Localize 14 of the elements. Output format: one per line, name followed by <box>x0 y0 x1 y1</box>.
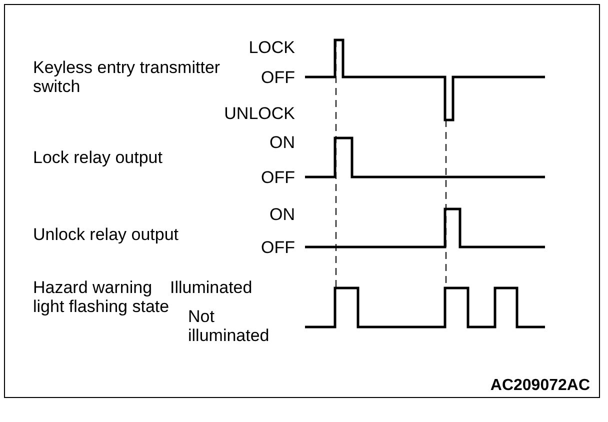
figure-code: AC209072AC <box>489 376 590 395</box>
signal-name: Lock relay output <box>33 148 164 167</box>
signal-name: Unlock relay output <box>33 225 180 244</box>
state-label: ON <box>268 205 295 224</box>
state-label: LOCK <box>248 38 295 57</box>
state-label: ON <box>268 133 295 152</box>
state-label: OFF <box>260 68 295 87</box>
signal-name: Keyless entry transmitter switch <box>33 58 222 96</box>
state-label: OFF <box>260 168 295 187</box>
state-label: Illuminated <box>170 278 254 297</box>
state-label: OFF <box>260 238 295 257</box>
state-label: Not illuminated <box>188 307 270 345</box>
signal-name: Hazard warning light flashing state <box>33 278 170 316</box>
state-label: UNLOCK <box>223 104 295 123</box>
